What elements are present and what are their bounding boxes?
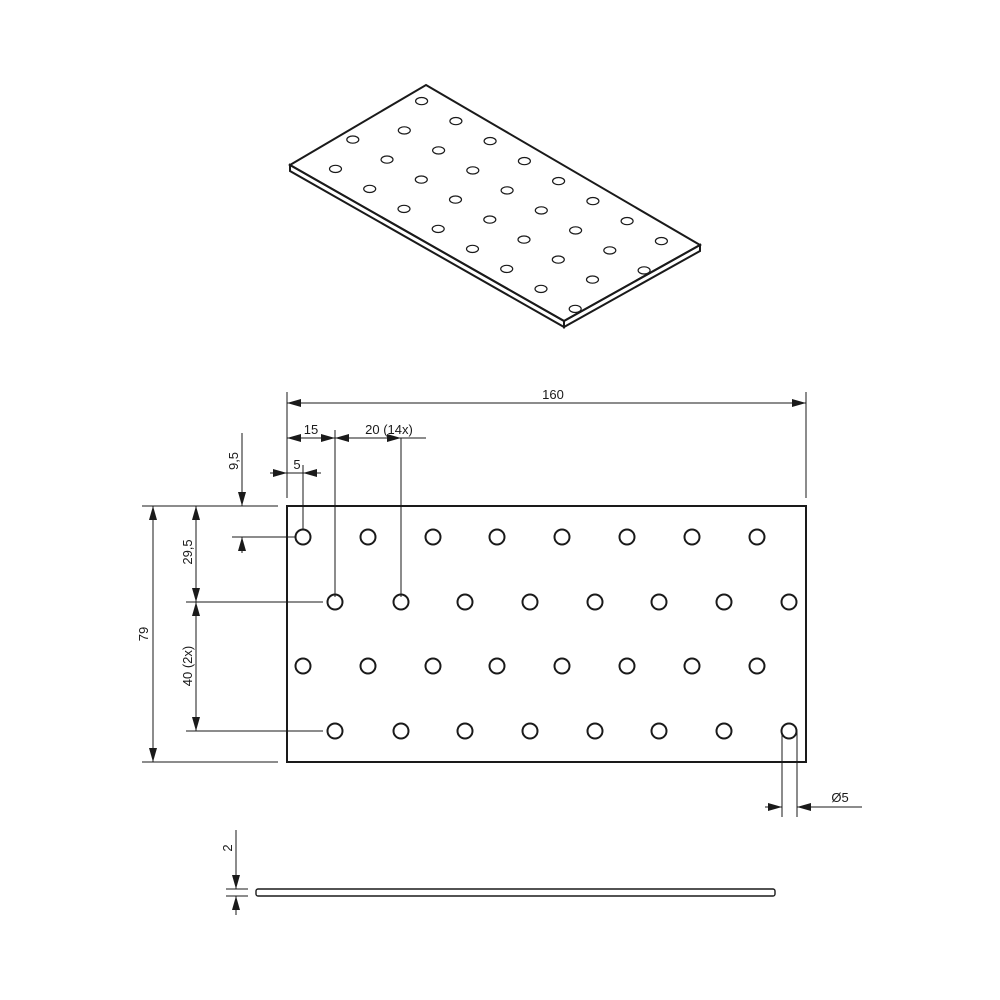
- hole-r2-c4: [521, 593, 539, 611]
- dim-20-label: 20 (14x): [365, 422, 413, 437]
- iso-hole-r1-c8: [654, 236, 669, 246]
- dim-top-offset: 9,5: [226, 433, 296, 553]
- dim-row-spacing: 29,5 40 (2x): [180, 506, 323, 732]
- hole-r1-c1: [294, 528, 312, 546]
- side-view: 2: [220, 830, 776, 915]
- iso-hole-r2-c2: [432, 146, 446, 155]
- iso-hole-r3-c6: [517, 235, 531, 244]
- hole-r2-c8: [780, 593, 798, 611]
- hole-r3-c6: [618, 657, 636, 675]
- iso-plate-side-front: [289, 163, 565, 329]
- hole-r4-c3: [456, 722, 474, 740]
- dim-5-label: 5: [293, 457, 300, 472]
- iso-holes: [328, 96, 669, 314]
- dim-thickness-label: 2: [220, 844, 235, 851]
- hole-r1-c3: [424, 528, 442, 546]
- iso-hole-r4-c2: [363, 184, 377, 194]
- iso-hole-r3-c1: [346, 135, 360, 144]
- iso-hole-r3-c7: [551, 255, 565, 264]
- hole-r3-c1: [294, 657, 312, 675]
- dim-9-5-label: 9,5: [226, 452, 241, 470]
- hole-r1-c5: [553, 528, 571, 546]
- hole-r1-c2: [359, 528, 377, 546]
- iso-hole-r2-c3: [466, 166, 480, 175]
- hole-r3-c2: [359, 657, 377, 675]
- front-holes: [294, 528, 798, 740]
- dim-79-label: 79: [136, 627, 151, 641]
- dim-15-label: 15: [304, 422, 318, 437]
- hole-r3-c4: [488, 657, 506, 675]
- hole-r1-c7: [683, 528, 701, 546]
- iso-plate-side-right: [563, 243, 701, 329]
- hole-r3-c8: [748, 657, 766, 675]
- iso-hole-r3-c2: [380, 155, 394, 164]
- dim-40-label: 40 (2x): [180, 646, 195, 686]
- iso-hole-r2-c8: [637, 266, 651, 275]
- hole-r3-c3: [424, 657, 442, 675]
- dim-160-label: 160: [542, 387, 564, 402]
- dim-small-offset: 5: [270, 457, 321, 530]
- dim-overall-length: 160: [286, 387, 807, 498]
- iso-hole-r1-c4: [517, 156, 532, 166]
- hole-r3-c5: [553, 657, 571, 675]
- dim-hole-pitch: 15 20 (14x): [287, 422, 426, 597]
- iso-hole-r3-c5: [483, 215, 497, 224]
- iso-hole-r1-c5: [551, 176, 566, 186]
- iso-hole-r4-c4: [431, 224, 445, 234]
- iso-hole-r2-c1: [397, 126, 411, 135]
- hole-r4-c6: [650, 722, 668, 740]
- iso-hole-r3-c8: [585, 275, 600, 284]
- iso-hole-r2-c6: [568, 226, 583, 235]
- dim-29-5-label: 29,5: [180, 539, 195, 564]
- iso-hole-r4-c1: [328, 164, 343, 174]
- dim-diameter-label: Ø5: [831, 790, 848, 805]
- hole-r2-c7: [715, 593, 733, 611]
- hole-r2-c3: [456, 593, 474, 611]
- iso-hole-r3-c3: [414, 175, 428, 184]
- hole-r4-c7: [715, 722, 733, 740]
- hole-r1-c6: [618, 528, 636, 546]
- hole-r4-c1: [326, 722, 344, 740]
- hole-r3-c7: [683, 657, 701, 675]
- dim-overall-height: 79: [136, 505, 278, 763]
- hole-r1-c8: [748, 528, 766, 546]
- iso-hole-r1-c6: [586, 196, 600, 206]
- iso-hole-r1-c2: [449, 116, 463, 126]
- iso-hole-r1-c7: [620, 216, 634, 226]
- isometric-view: [288, 83, 703, 329]
- hole-r4-c4: [521, 722, 539, 740]
- plate-outline: [286, 505, 807, 763]
- iso-hole-r2-c5: [534, 206, 548, 215]
- hole-r4-c5: [586, 722, 604, 740]
- iso-hole-r4-c5: [465, 244, 480, 254]
- iso-hole-r2-c4: [500, 186, 514, 195]
- iso-hole-r2-c7: [603, 246, 617, 255]
- iso-hole-r4-c6: [500, 264, 514, 274]
- iso-hole-r4-c7: [534, 284, 548, 294]
- hole-r2-c6: [650, 593, 668, 611]
- iso-hole-r4-c3: [397, 204, 411, 214]
- iso-hole-r4-c8: [568, 304, 582, 314]
- dim-hole-diameter: Ø5: [765, 731, 862, 817]
- hole-r1-c4: [488, 528, 506, 546]
- dimensions: 160 15 20 (14x) 5: [136, 387, 862, 817]
- iso-hole-r3-c4: [448, 195, 463, 204]
- plate-side-profile: [255, 888, 776, 897]
- iso-hole-r1-c1: [415, 96, 429, 106]
- iso-hole-r1-c3: [483, 136, 497, 146]
- hole-r2-c5: [586, 593, 604, 611]
- front-view: [286, 505, 807, 763]
- hole-r4-c2: [392, 722, 410, 740]
- hole-r4-c8: [780, 722, 798, 740]
